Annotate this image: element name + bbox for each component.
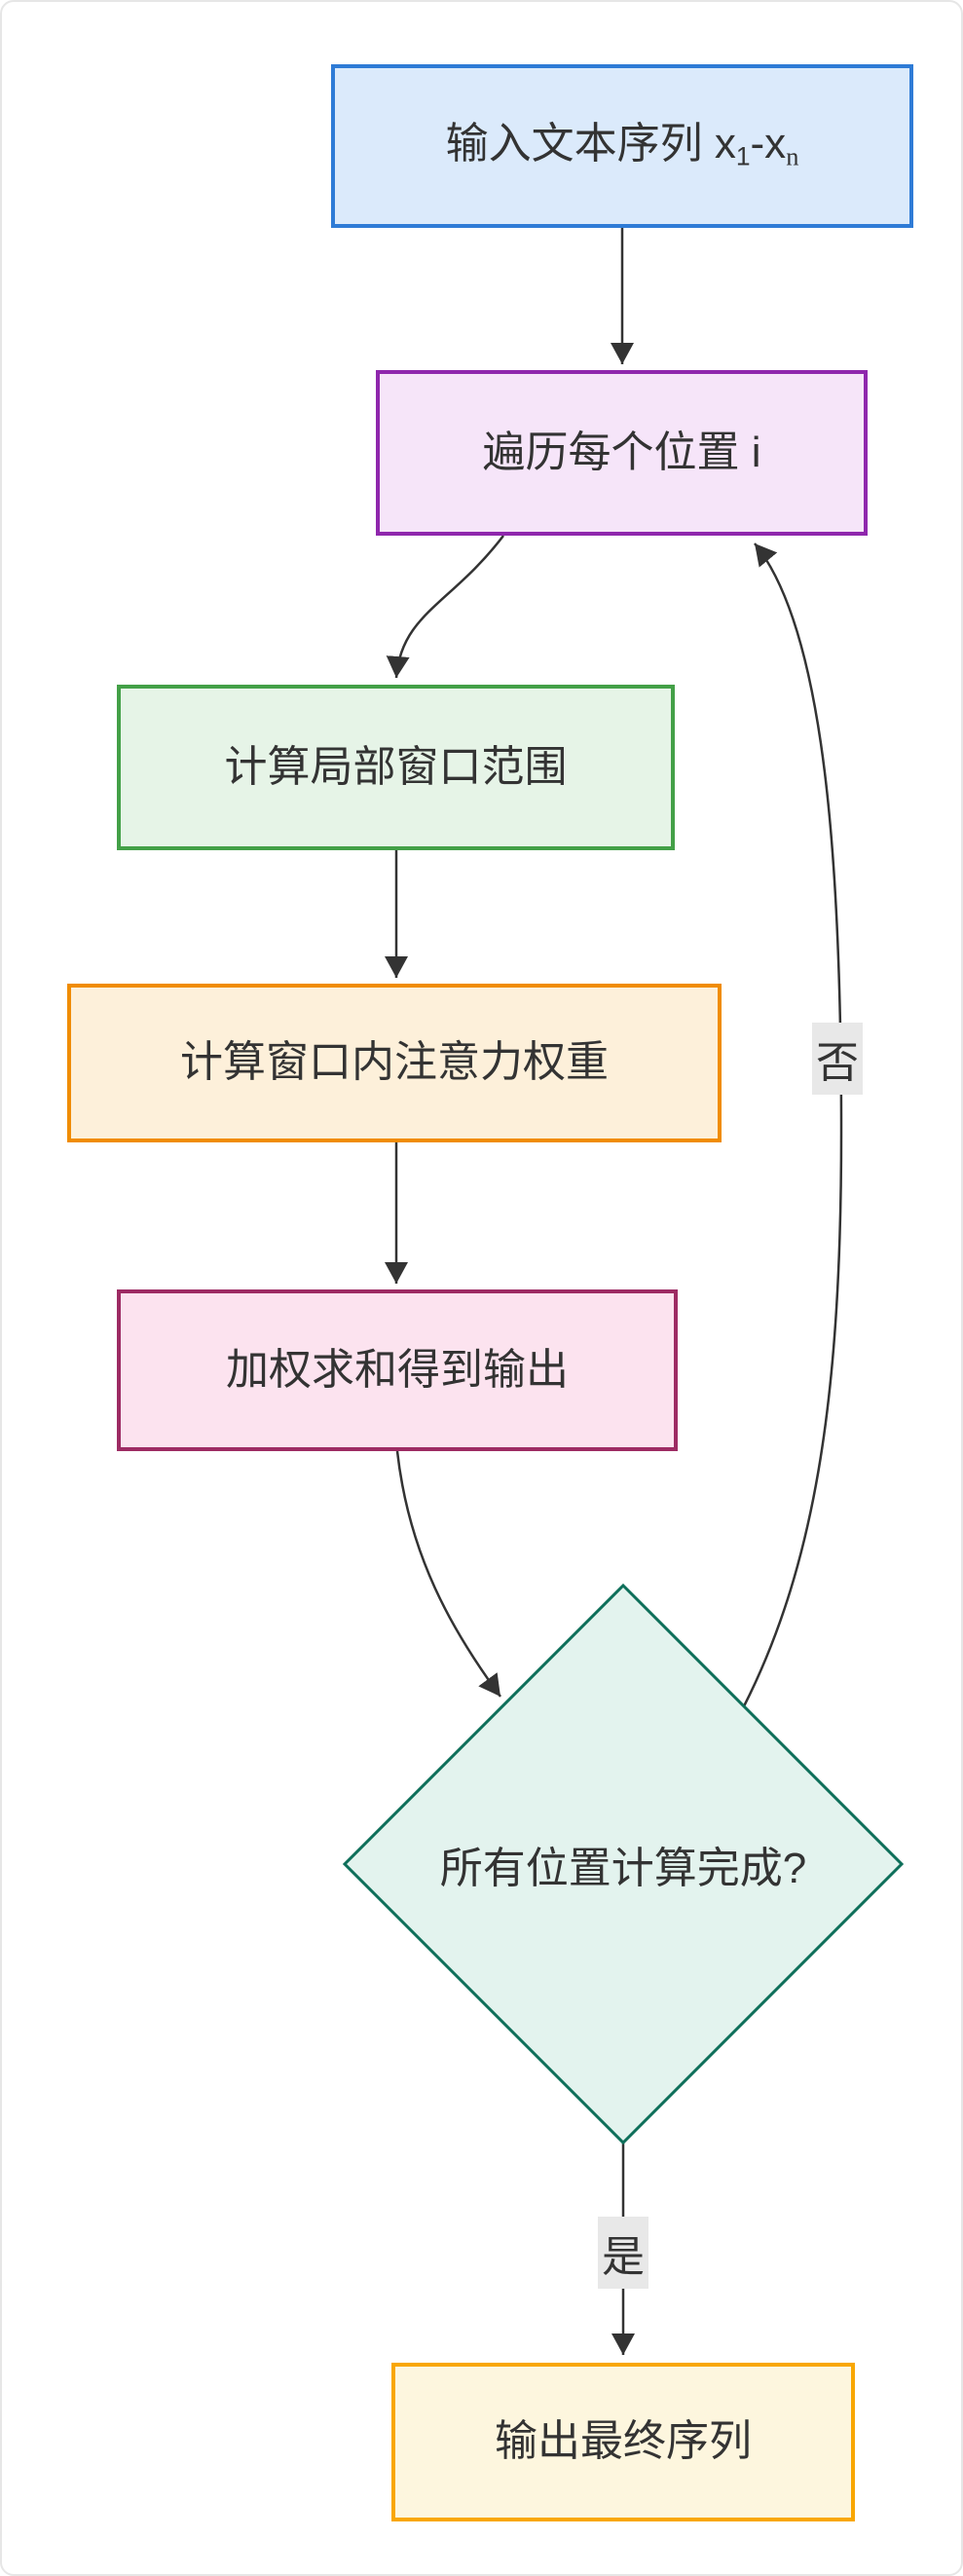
- node-input: 输入文本序列 x1-xn: [331, 64, 913, 228]
- node-window-label: 计算局部窗口范围: [224, 742, 568, 791]
- edge-loop-to-window: [386, 535, 504, 679]
- edge-label-yes-text: 是: [602, 2233, 645, 2281]
- node-decision-shape: [342, 1583, 905, 2146]
- node-weighted-label: 加权求和得到输出: [226, 1345, 569, 1394]
- node-decision: 所有位置计算完成?: [345, 1586, 902, 2143]
- node-loop: 遍历每个位置 i: [376, 370, 868, 536]
- node-attention-label: 计算窗口内注意力权重: [180, 1038, 609, 1087]
- node-attention: 计算窗口内注意力权重: [67, 984, 722, 1142]
- node-output: 输出最终序列: [391, 2363, 855, 2521]
- node-loop-label: 遍历每个位置 i: [482, 428, 761, 476]
- node-window: 计算局部窗口范围: [117, 685, 675, 850]
- edge-label-no: 否: [812, 1023, 863, 1095]
- edge-weighted-to-decision: [395, 1450, 502, 1698]
- edge-label-no-text: 否: [816, 1039, 859, 1087]
- node-output-label: 输出最终序列: [495, 2417, 752, 2466]
- node-weighted: 加权求和得到输出: [117, 1289, 678, 1451]
- edge-label-yes: 是: [598, 2217, 648, 2289]
- node-input-label: 输入文本序列 x1-xn: [445, 120, 799, 171]
- edge-decision-no-to-loop: [742, 542, 843, 1707]
- node-decision-label: 所有位置计算完成?: [439, 1845, 807, 1892]
